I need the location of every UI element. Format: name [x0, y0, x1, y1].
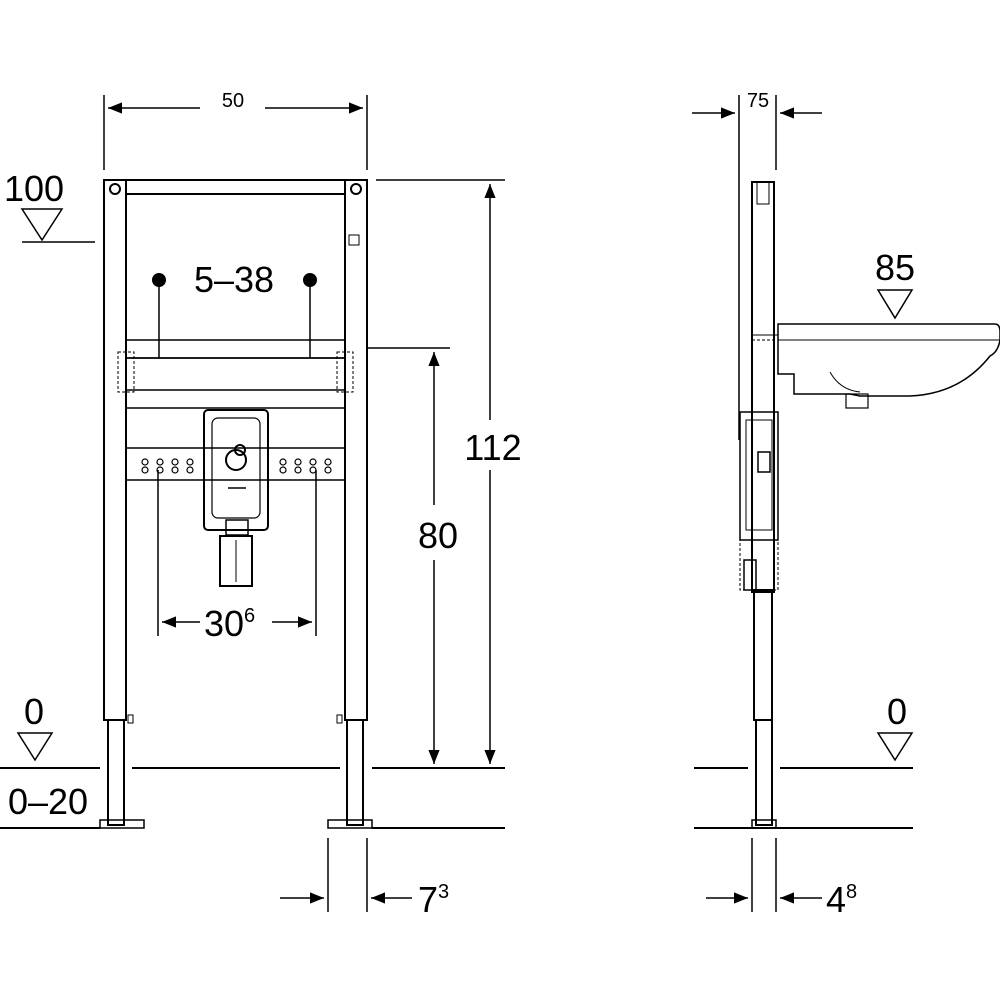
floor-level-label: 0	[24, 691, 44, 732]
height-dimension	[376, 179, 505, 764]
foot-width-base: 7	[418, 879, 438, 920]
basin	[777, 323, 1000, 409]
front-view	[0, 95, 505, 912]
side-foot-width-base: 4	[826, 879, 846, 920]
foot-width-label: 73	[418, 879, 449, 920]
side-foot-width-sup: 8	[846, 881, 857, 903]
height-label: 112	[464, 427, 521, 468]
foot-width-sup: 3	[438, 881, 449, 903]
fixing-range-label: 5–38	[194, 259, 274, 300]
depth-label: 75	[747, 90, 769, 112]
floor-level-marker	[0, 732, 505, 829]
width-dimension	[103, 95, 368, 170]
side-foot-width-dimension	[706, 838, 822, 912]
width-label: 50	[222, 90, 244, 112]
hole-spacing-base: 30	[204, 603, 244, 644]
top-level-label: 100	[4, 168, 64, 209]
top-level-marker	[20, 208, 95, 243]
depth-dimension	[692, 95, 822, 440]
side-floor-level-label: 0	[887, 691, 907, 732]
foot-width-dimension	[280, 838, 412, 912]
frame	[99, 179, 450, 829]
basin-level-label: 85	[875, 247, 915, 288]
side-foot-width-label: 48	[826, 879, 857, 920]
side-view	[692, 95, 1000, 912]
hole-spacing-sup: 6	[244, 605, 255, 627]
foot-adjust-label: 0–20	[8, 781, 88, 822]
hole-spacing-label: 306	[204, 603, 255, 644]
connection-height-label: 80	[418, 515, 458, 556]
